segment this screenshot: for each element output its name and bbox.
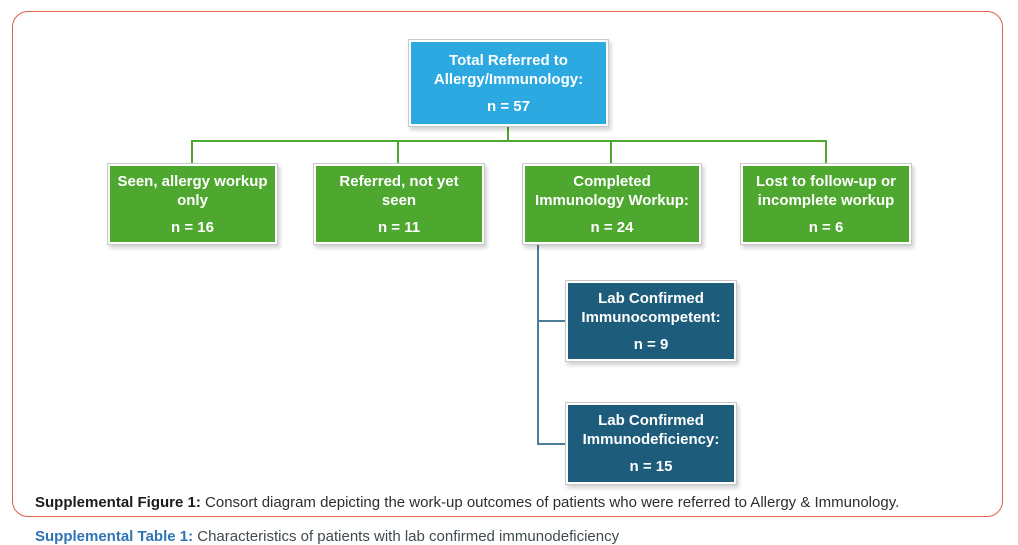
connector-drop-completed — [610, 140, 612, 163]
node-label-line: Lab Confirmed — [598, 412, 704, 429]
connector-lab-vertical — [537, 245, 539, 445]
node-count: n = 11 — [377, 218, 421, 236]
node-count: n = 9 — [633, 335, 669, 353]
node-total-referred: Total Referred to Allergy/Immunology: n … — [408, 39, 609, 127]
node-label-line: Seen, allergy workup — [117, 172, 268, 190]
connector-lab-stub-deficient — [537, 443, 565, 445]
node-lab-immunocompetent: Lab Confirmed Immunocompetent: n = 9 — [565, 280, 737, 362]
node-label-line: Completed — [573, 172, 651, 190]
connector-drop-lost — [825, 140, 827, 163]
node-count: n = 15 — [629, 458, 673, 475]
node-label-line: Immunology Workup: — [535, 191, 689, 209]
node-label-line: Lost to follow-up or — [756, 172, 896, 190]
node-count: n = 24 — [590, 218, 634, 236]
node-label-line: only — [177, 191, 208, 209]
node-label-line: Immunocompetent: — [581, 308, 721, 326]
node-lost-followup: Lost to follow-up or incomplete workup n… — [740, 163, 912, 245]
node-count: n = 16 — [171, 218, 214, 236]
figure-caption: Supplemental Figure 1: Consort diagram d… — [35, 494, 985, 511]
connector-drop-seen — [191, 140, 193, 163]
node-count: n = 6 — [808, 218, 844, 236]
connector-horizontal-bar — [191, 140, 827, 142]
connector-lab-stub-competent — [537, 320, 565, 322]
node-label-line: Lab Confirmed — [598, 289, 704, 307]
figure-caption-label: Supplemental Figure 1: — [35, 494, 201, 511]
node-referred-not-seen: Referred, not yet seen n = 11 — [313, 163, 485, 245]
node-label-line: Immunodeficiency: — [582, 431, 720, 448]
node-seen-allergy-only: Seen, allergy workup only n = 16 — [107, 163, 278, 245]
node-label-line: seen — [381, 191, 417, 209]
connector-top-stub — [507, 126, 509, 141]
node-label-line: Referred, not yet — [339, 172, 459, 190]
node-label-line: incomplete workup — [757, 191, 895, 209]
node-count: n = 57 — [487, 97, 530, 115]
node-label-line: Allergy/Immunology: — [433, 70, 584, 88]
figure-caption-text: Consort diagram depicting the work-up ou… — [200, 494, 900, 511]
node-completed-workup: Completed Immunology Workup: n = 24 — [522, 163, 702, 245]
node-label-line: Total Referred to — [449, 51, 568, 69]
node-lab-immunodeficiency: Lab Confirmed Immunodeficiency: n = 15 — [565, 402, 737, 485]
connector-drop-referred — [397, 140, 399, 163]
